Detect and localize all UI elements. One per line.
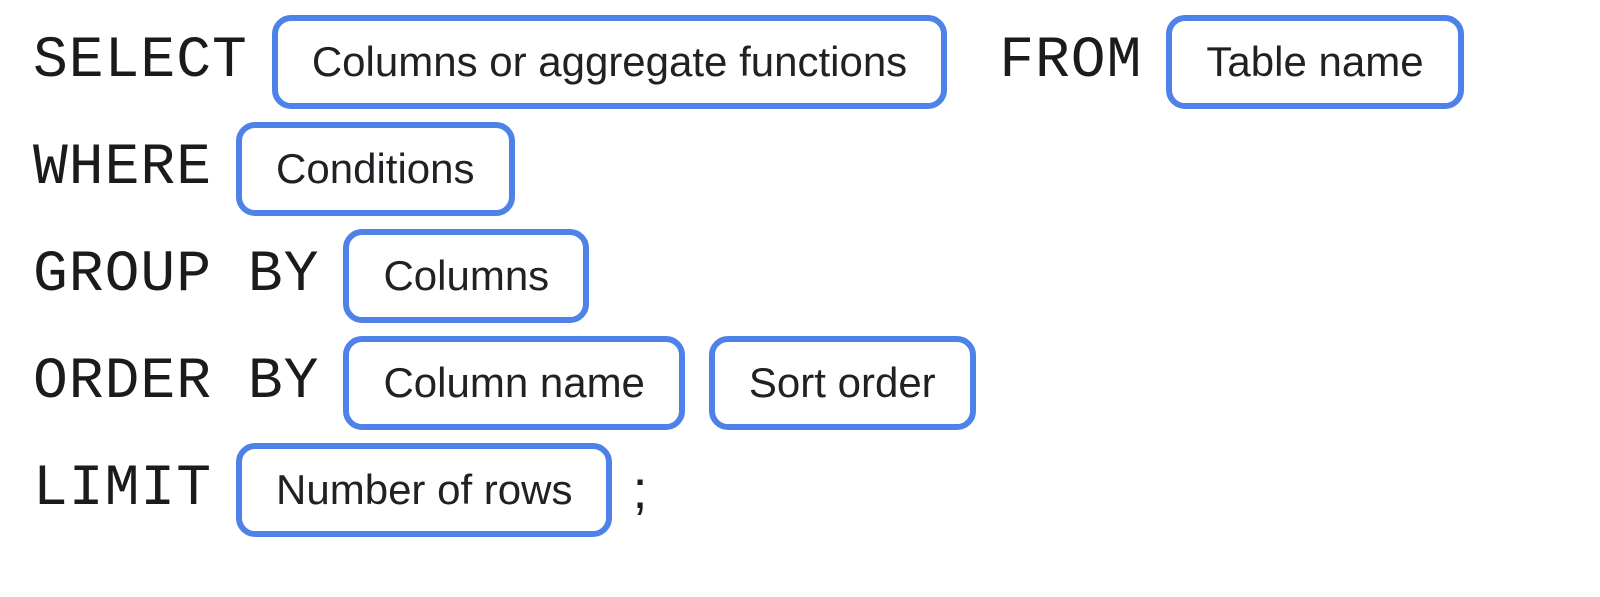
syntax-row-order-by: ORDER BY Column name Sort order [33,336,1600,430]
keyword-where: WHERE [33,136,213,201]
placeholder-label-sort-order: Sort order [748,359,936,406]
keyword-group-by: GROUP BY [33,243,320,308]
placeholder-label-select-columns: Columns or aggregate functions [311,38,908,85]
syntax-row-select: SELECT Columns or aggregate functions FR… [33,15,1600,109]
placeholder-label-table-name: Table name [1206,38,1424,85]
placeholder-label-number-of-rows: Number of rows [276,466,573,513]
syntax-row-where: WHERE Conditions [33,122,1600,216]
syntax-row-group-by: GROUP BY Columns [33,229,1600,323]
statement-terminator-semicolon: ; [632,460,648,520]
keyword-select: SELECT [33,29,248,94]
keyword-from: FROM [999,29,1143,94]
placeholder-box-conditions: Conditions [236,122,515,216]
placeholder-label-group-columns: Columns [383,252,550,299]
placeholder-box-select-columns: Columns or aggregate functions [271,15,948,109]
keyword-limit: LIMIT [33,457,213,522]
placeholder-box-column-name: Column name [343,336,685,430]
placeholder-box-number-of-rows: Number of rows [236,443,613,537]
placeholder-box-sort-order: Sort order [708,336,976,430]
placeholder-label-conditions: Conditions [276,145,475,192]
keyword-order-by: ORDER BY [33,350,320,415]
placeholder-box-group-columns: Columns [343,229,590,323]
syntax-row-limit: LIMIT Number of rows ; [33,443,1600,537]
placeholder-box-table-name: Table name [1166,15,1464,109]
placeholder-label-column-name: Column name [383,359,645,406]
